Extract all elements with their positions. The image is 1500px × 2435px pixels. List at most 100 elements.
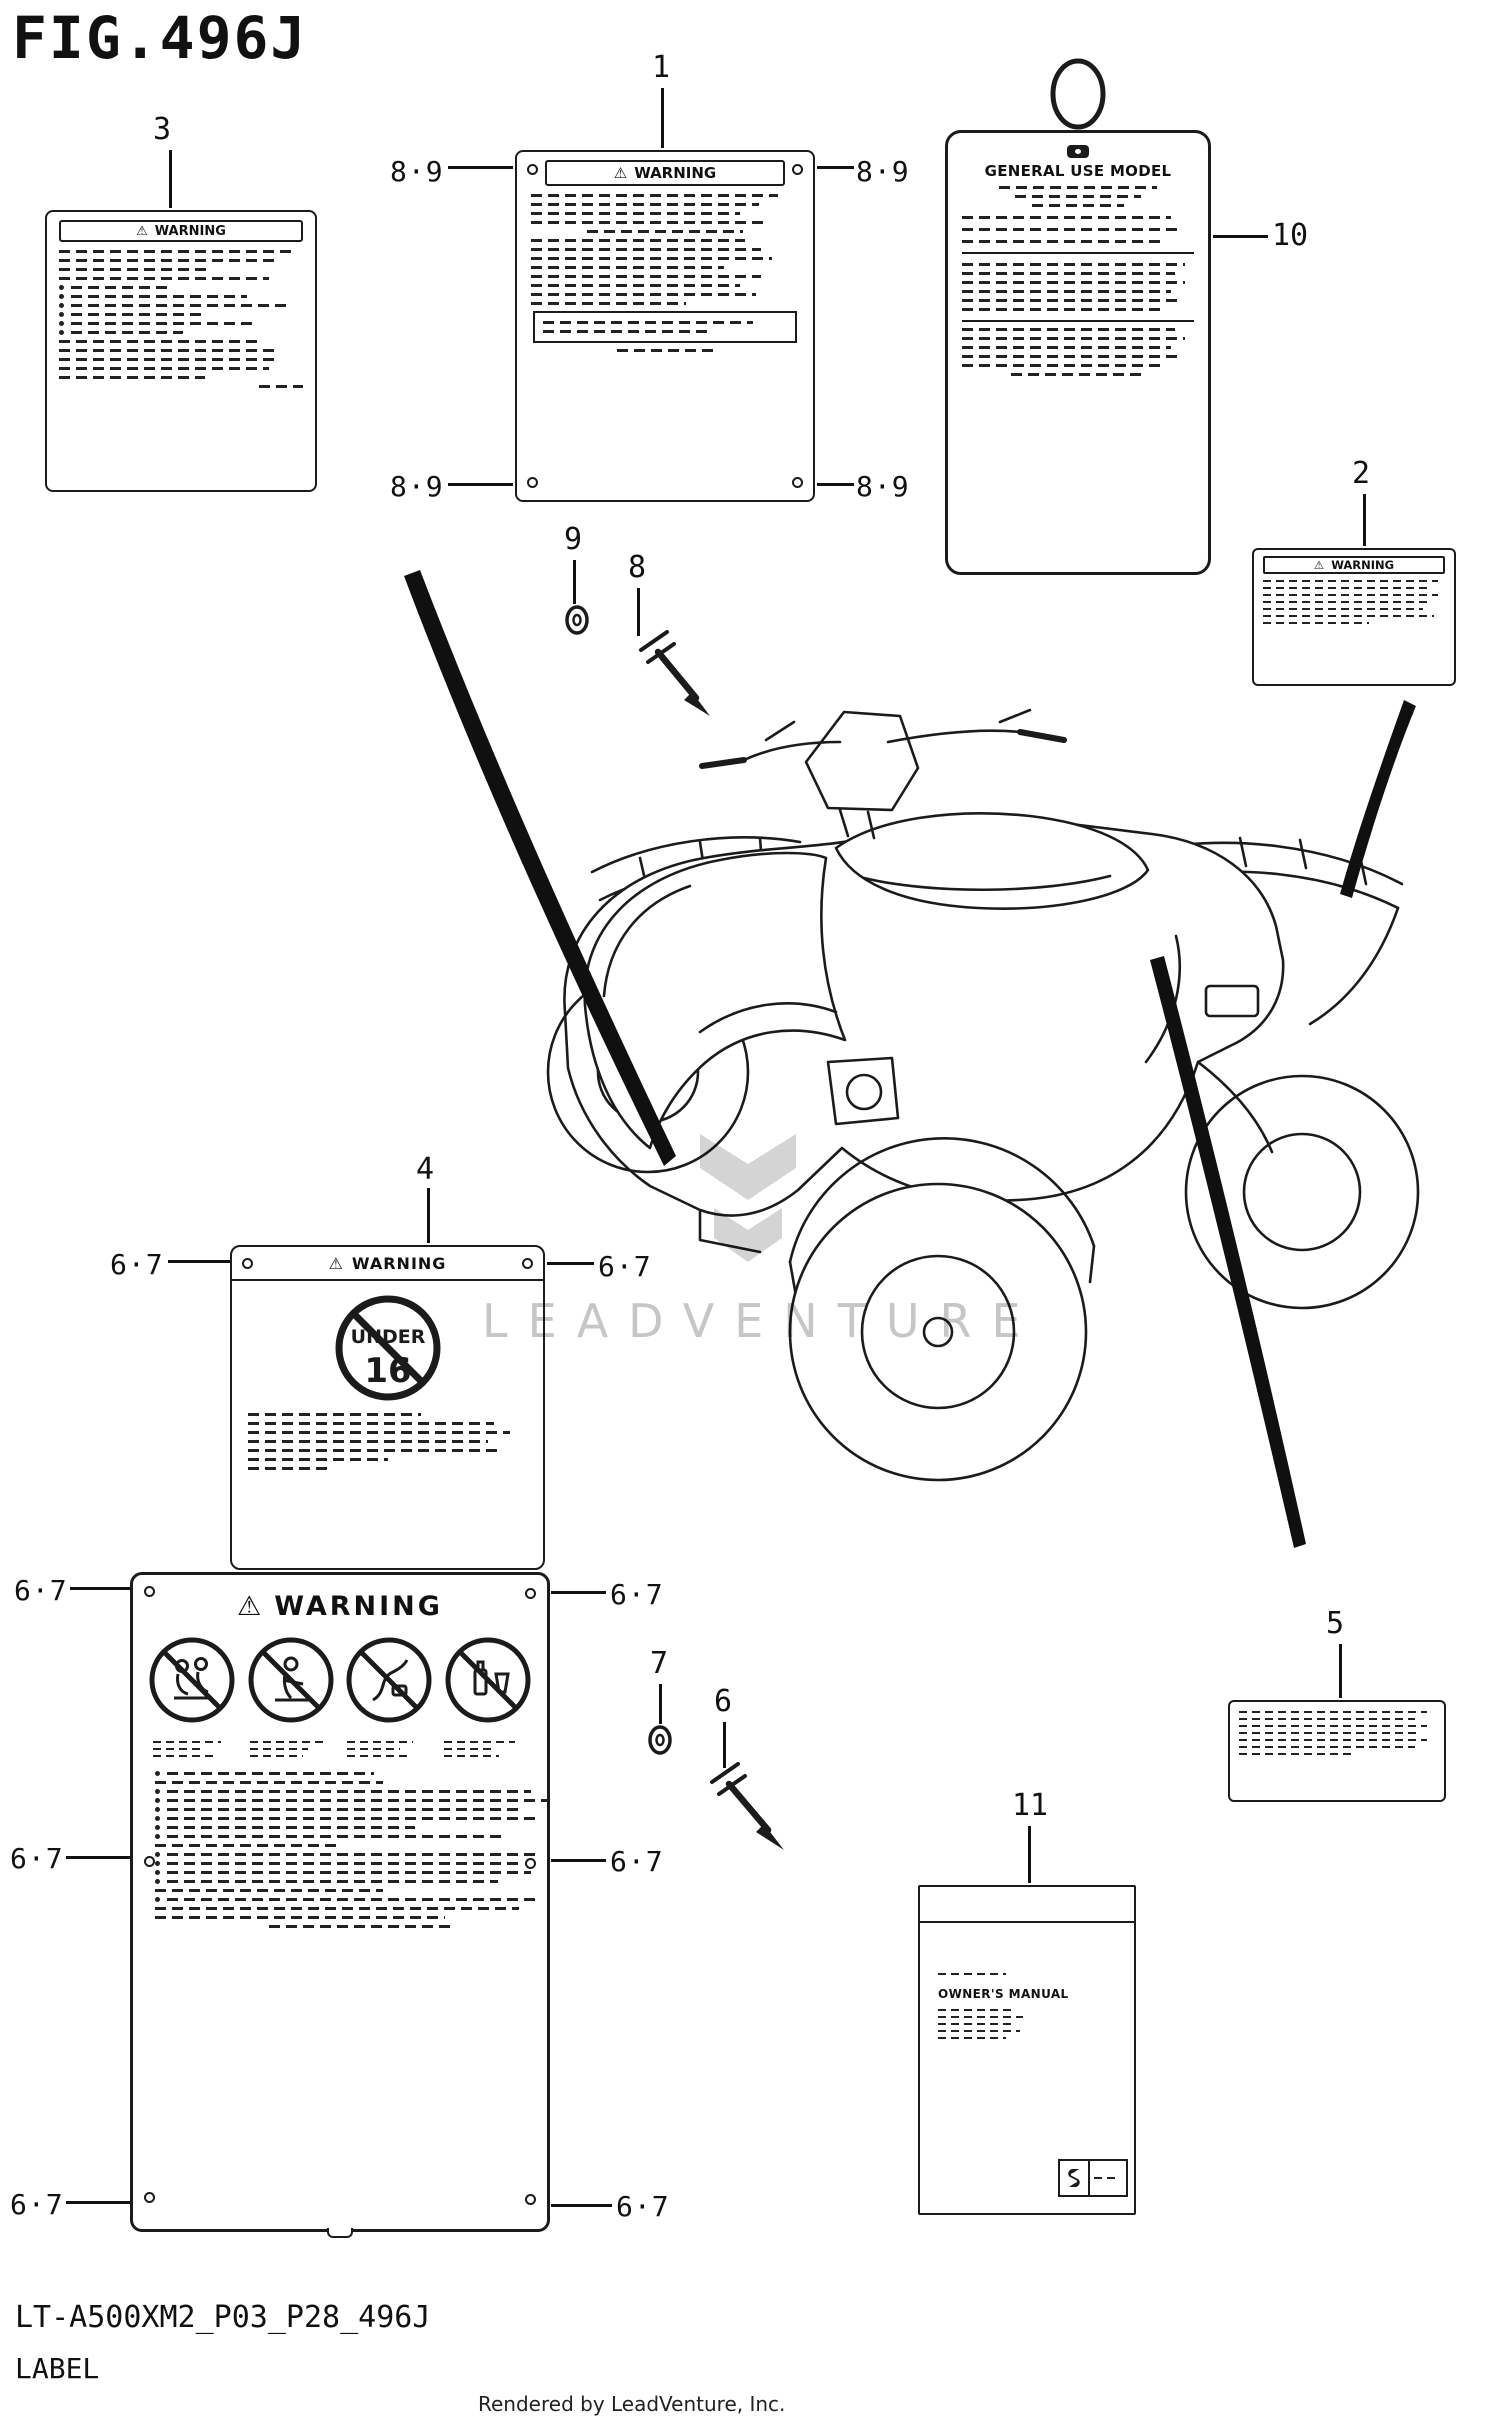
dashed-text-line [531,349,799,352]
dashed-text-line [938,2009,1116,2011]
dashed-text-line [1239,1732,1435,1734]
dashed-text-line [59,376,303,379]
front-fender [583,851,847,1150]
warning-label-3: ⚠ WARNING [45,210,317,492]
dashed-text-line [531,284,799,287]
dashed-text-line [1239,1725,1435,1727]
engine-details [698,934,1274,1254]
caption-col [250,1736,333,1762]
screw-hole [144,1856,155,1867]
manual-title: OWNER'S MANUAL [938,1987,1069,2001]
warning-label-1: ⚠ WARNING [515,150,815,502]
dashed-text-line [543,330,787,333]
warning-title: WARNING [1331,558,1395,572]
callout-6-7-label4-left: 6·7 [110,1248,164,1281]
dashed-text-line [153,1741,236,1743]
label-1-inset-lines [543,321,787,333]
dashed-text-line [962,272,1194,275]
dashed-text-line [938,2030,1116,2032]
dashed-text-line [155,1925,569,1928]
hang-tag-lines-bottom [962,328,1194,376]
warning-triangle-icon: ⚠ [613,164,628,182]
dashed-text-line [531,257,799,260]
callout-8-9-top-right: 8·9 [856,155,910,188]
dashed-text-line [962,364,1194,367]
label-bottom-tab [327,2228,353,2238]
dashed-text-line [531,275,799,278]
dashed-text-line [1263,587,1445,589]
manual-logo-box [1058,2159,1128,2197]
callout-1: 1 [652,50,671,85]
dashed-text-line [531,203,799,206]
pointer-swooshes [404,570,1416,1548]
screw-hole [527,164,538,175]
callout-4: 4 [416,1152,435,1187]
leader-line-6-7-tl [70,1587,130,1590]
manual-logo-text [1090,2161,1126,2195]
dashed-text-line [59,385,303,388]
caption-col [153,1736,236,1762]
dashed-text-line [962,228,1194,231]
hang-tag-grommet [962,145,1194,158]
dashed-text-line [155,1771,569,1776]
dashed-text-line [1263,608,1445,610]
dashed-text-line [347,1741,430,1743]
dashed-text-line [155,1825,569,1830]
callout-6-7-top-right: 6·7 [610,1578,664,1611]
hang-tag-boxed-section [962,252,1194,322]
leader-line-6-7-ml [66,1856,130,1859]
callout-2: 2 [1352,456,1371,491]
screw-hole [527,477,538,488]
callout-9: 9 [564,522,583,557]
age-warning-label-4: ⚠ WARNING UNDER 16 [230,1245,545,1570]
leader-line-1 [661,88,664,148]
leader-line-11 [1028,1826,1031,1883]
dashed-text-line [531,293,799,296]
dashed-text-line [531,239,799,242]
label-1-inset-box [533,311,797,343]
screw-hole [242,1258,253,1269]
leader-line-8-9-bl [448,483,513,486]
dashed-text-line [155,1798,569,1803]
dashed-text-line [155,1781,569,1784]
screw-hole [144,2192,155,2203]
dashed-text-line [962,355,1194,358]
rear-wheel [788,1182,1088,1482]
part-type-label: LABEL [15,2352,100,2385]
warning-title: WARNING [274,1591,443,1622]
callout-6-7-top-left: 6·7 [14,1574,68,1607]
callout-6-7-mid-right: 6·7 [610,1845,664,1878]
small-label-5 [1228,1700,1446,1802]
no-paved-road-icon [346,1637,432,1723]
label-3-text-lines [59,250,303,388]
dashed-text-line [155,1907,569,1910]
dashed-text-line [962,195,1194,198]
warning-header: ⚠ WARNING [232,1247,543,1281]
dashed-text-line [938,2016,1116,2018]
screw-hole [792,477,803,488]
manual-text-lines [938,2009,1116,2039]
no-passenger-icon [149,1637,235,1723]
dashed-text-line [1263,622,1445,624]
callout-6-7-bottom-right: 6·7 [616,2190,670,2223]
dashed-text-line [153,1748,236,1750]
leader-line-3 [169,150,172,208]
rendered-by-note: Rendered by LeadVenture, Inc. [478,2392,786,2416]
label-1-text-lines [531,194,799,305]
dashed-text-line [531,302,799,305]
warning-header: ⚠ WARNING [1263,556,1445,574]
dashed-text-line [531,230,799,233]
dashed-text-line [155,1879,569,1884]
leader-line-4 [427,1188,430,1243]
dashed-text-line [155,1789,569,1794]
dashed-text-line [250,1755,333,1757]
dashed-text-line [1094,2177,1122,2179]
dashed-text-line [59,367,303,370]
screw-hole [522,1258,533,1269]
leader-line-7 [659,1684,662,1724]
dashed-text-line [155,1861,569,1866]
hang-tag-title: GENERAL USE MODEL [984,162,1172,180]
warning-title: WARNING [154,223,226,239]
no-alcohol-icon [445,1637,531,1723]
callout-6-7-bottom-left: 6·7 [10,2188,64,2221]
